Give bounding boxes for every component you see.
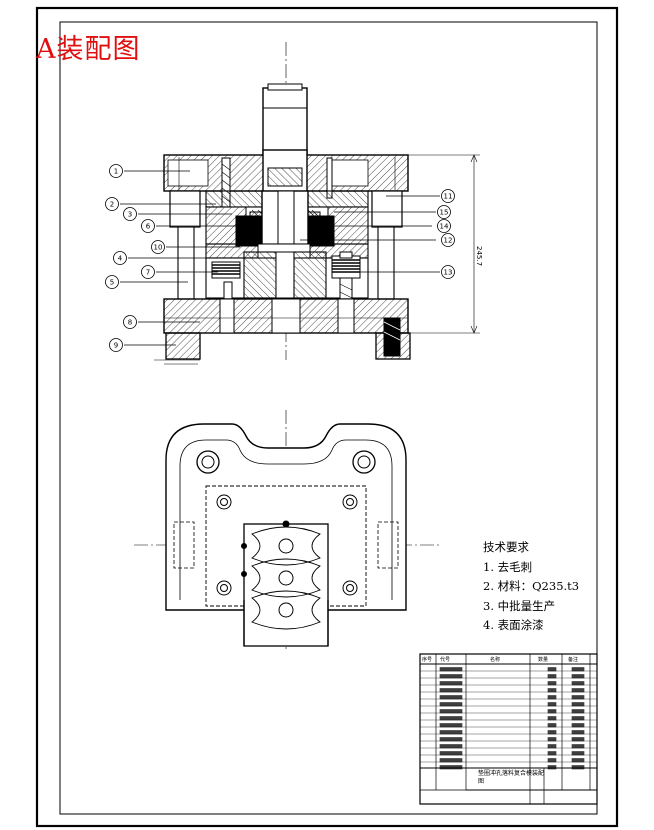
balloon-label-1: 1	[114, 168, 118, 176]
col-seq-header: 序号	[422, 657, 433, 663]
balloon-label-15: 15	[440, 209, 449, 217]
inner-border	[59, 21, 598, 815]
tech-item-4: 4. 表面涂漆	[483, 618, 544, 632]
tech-item-3: 3. 中批量生产	[483, 598, 556, 613]
tech-item-2: 2. 材料：Q235.t3	[483, 579, 580, 593]
balloon-5	[105, 275, 119, 289]
front-section-view	[154, 42, 480, 365]
balloon-14	[437, 219, 451, 233]
balloon-label-2: 2	[110, 201, 114, 209]
balloon-12	[441, 233, 455, 247]
balloon-2	[105, 197, 119, 211]
col-code-header: 代号	[440, 657, 451, 663]
balloon-6	[141, 219, 155, 233]
balloon-15	[437, 205, 451, 219]
balloon-1	[109, 164, 123, 178]
balloon-label-12: 12	[444, 237, 453, 245]
drawing-title-stamp: A装配图	[36, 34, 141, 65]
col-qty-header: 数量	[538, 657, 549, 663]
balloon-label-11: 11	[444, 193, 453, 201]
balloon-7	[141, 265, 155, 279]
height-dimension-label: 245.7	[475, 246, 483, 267]
balloon-label-13: 13	[444, 269, 453, 277]
balloon-label-4: 4	[118, 255, 123, 263]
balloon-8	[123, 315, 137, 329]
balloon-9	[109, 338, 123, 352]
technical-requirements: 技术要求 1. 去毛刺 2. 材料：Q235.t3 3. 中批量生产 4. 表面…	[483, 538, 579, 636]
balloon-label-10: 10	[154, 244, 163, 252]
title-block	[419, 653, 598, 805]
tech-item-1: 1. 去毛刺	[483, 559, 533, 574]
balloon-3	[123, 207, 137, 221]
balloon-label-5: 5	[110, 279, 114, 287]
balloon-label-3: 3	[128, 211, 132, 219]
title-block-entries	[439, 667, 585, 770]
balloon-label-9: 9	[114, 342, 118, 350]
col-name-header: 名称	[490, 657, 501, 663]
col-note-header: 备注	[568, 657, 579, 663]
tech-heading: 技术要求	[483, 540, 529, 554]
balloon-4	[113, 251, 127, 265]
plan-view	[134, 410, 442, 650]
outer-border	[35, 6, 619, 828]
balloon-label-6: 6	[146, 223, 151, 231]
balloon-label-14: 14	[440, 223, 449, 231]
balloon-11	[441, 189, 455, 203]
balloon-13	[441, 265, 455, 279]
balloon-label-7: 7	[146, 269, 150, 277]
balloon-group	[120, 170, 440, 346]
balloon-label-8: 8	[128, 319, 132, 327]
balloon-10	[151, 240, 165, 254]
title-block-drawing-name: 垫圈冲孔落料复合模装配图	[478, 770, 545, 785]
